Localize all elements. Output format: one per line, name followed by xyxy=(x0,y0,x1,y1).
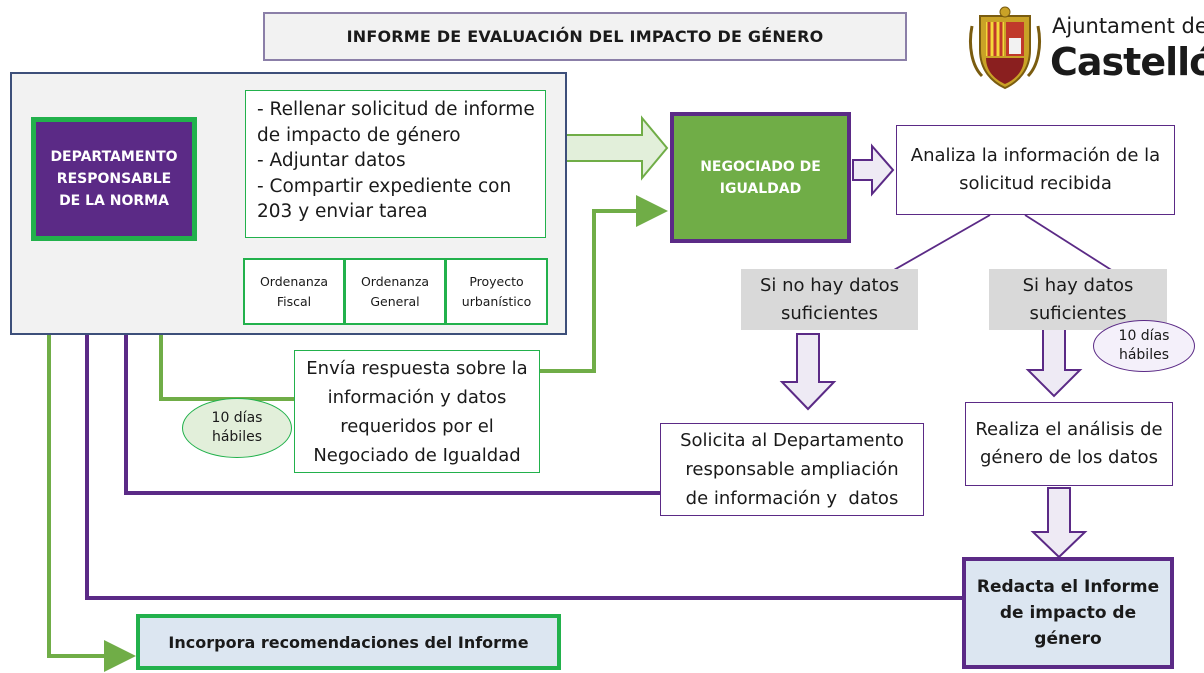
task-line: de impacto de género xyxy=(257,124,461,146)
node-redacta-informe: Redacta el Informe de impacto de género xyxy=(962,557,1174,669)
coat-of-arms-icon xyxy=(968,6,1042,90)
node-solicita-line: Solicita al Departamento xyxy=(680,430,904,451)
page-title: INFORME DE EVALUACIÓN DEL IMPACTO DE GÉN… xyxy=(263,12,907,61)
node-solicita: Solicita al Departamento responsable amp… xyxy=(660,423,924,516)
arrow-redacta-to-dept xyxy=(71,242,962,600)
node-redacta-line: Redacta el Informe xyxy=(976,577,1160,597)
node-incorpora: Incorpora recomendaciones del Informe xyxy=(136,614,561,670)
logo-line-2: Castelló xyxy=(1050,40,1204,84)
ajuntament-logo: Ajuntament de Castelló xyxy=(966,6,1204,90)
arrow-realiza-to-redacta xyxy=(1030,487,1088,559)
node-department: DEPARTAMENTO RESPONSABLE DE LA NORMA xyxy=(31,117,197,241)
oval-line: 10 días xyxy=(211,410,263,426)
category-line: General xyxy=(370,293,420,309)
node-envia-line: Negociado de Igualdad xyxy=(313,444,521,466)
oval-line: hábiles xyxy=(1118,347,1169,363)
node-realiza: Realiza el análisis de género de los dat… xyxy=(965,402,1173,486)
oval-10-dias-habiles: 10 días hábiles xyxy=(182,398,292,458)
node-igualdad-line: IGUALDAD xyxy=(719,180,802,197)
node-no-datos-line: suficientes xyxy=(780,302,878,324)
node-realiza-line: género de los datos xyxy=(980,447,1158,468)
line-analiza-sidatos xyxy=(1024,214,1125,279)
node-analiza-line: Analiza la información de la xyxy=(910,145,1161,166)
task-line: - Rellenar solicitud de informe xyxy=(257,99,535,120)
node-si-datos-line: Si hay datos xyxy=(1022,274,1134,296)
category-line: Ordenanza xyxy=(259,273,329,289)
logo-line-1: Ajuntament de xyxy=(1052,14,1204,38)
node-department-line: DEPARTAMENTO xyxy=(50,149,178,165)
arrow-envia-to-igualdad xyxy=(540,195,668,373)
node-envia-respuesta: Envía respuesta sobre la información y d… xyxy=(294,350,540,473)
arrow-igualdad-to-analiza xyxy=(852,143,895,197)
node-solicita-line: de información y datos xyxy=(685,488,899,509)
node-solicita-line: responsable ampliación xyxy=(685,459,899,480)
node-analiza-line: solicitud recibida xyxy=(959,173,1112,194)
oval-line: hábiles xyxy=(211,429,262,445)
category-ordenanza-general: Ordenanza General xyxy=(344,258,446,325)
category-ordenanza-fiscal: Ordenanza Fiscal xyxy=(243,258,345,325)
arrow-tasks-to-igualdad xyxy=(556,115,669,181)
node-envia-line: requeridos por el xyxy=(340,415,494,437)
node-redacta-line: de impacto de xyxy=(999,603,1137,623)
arrow-sidatos-to-realiza xyxy=(1025,325,1083,398)
node-department-line: RESPONSABLE xyxy=(56,171,172,187)
category-line: Proyecto xyxy=(469,273,524,289)
oval-line: 10 días xyxy=(1118,328,1170,344)
category-line: Ordenanza xyxy=(360,273,430,289)
task-line: - Compartir expediente con xyxy=(257,175,512,197)
node-no-datos: Si no hay datos suficientes xyxy=(741,269,918,330)
arrow-nodatos-to-solicita xyxy=(779,333,837,411)
node-no-datos-line: Si no hay datos xyxy=(759,274,899,296)
node-igualdad-line: NEGOCIADO DE xyxy=(700,158,821,175)
arrow-dept-to-incorpora xyxy=(47,246,136,672)
category-line: urbanístico xyxy=(461,293,532,309)
node-envia-line: información y datos xyxy=(327,386,507,408)
node-negociado-igualdad: NEGOCIADO DE IGUALDAD xyxy=(670,112,851,243)
task-line: - Adjuntar datos xyxy=(257,150,406,171)
node-redacta-line: género xyxy=(1034,629,1102,649)
category-proyecto-urbanistico: Proyecto urbanístico xyxy=(445,258,548,325)
node-realiza-line: Realiza el análisis de xyxy=(975,419,1163,440)
line-analiza-nodatos xyxy=(879,214,991,279)
node-si-datos: Si hay datos suficientes xyxy=(989,269,1167,330)
task-line: 203 y enviar tarea xyxy=(257,201,428,222)
oval-10-dias-habiles-right: 10 días hábiles xyxy=(1093,320,1195,372)
node-tasks: - Rellenar solicitud de informe de impac… xyxy=(245,90,546,238)
category-line: Fiscal xyxy=(276,293,312,309)
node-analiza: Analiza la información de la solicitud r… xyxy=(896,125,1175,215)
node-envia-line: Envía respuesta sobre la xyxy=(306,357,528,379)
node-si-datos-line: suficientes xyxy=(1029,302,1127,324)
node-department-line: DE LA NORMA xyxy=(59,193,169,209)
